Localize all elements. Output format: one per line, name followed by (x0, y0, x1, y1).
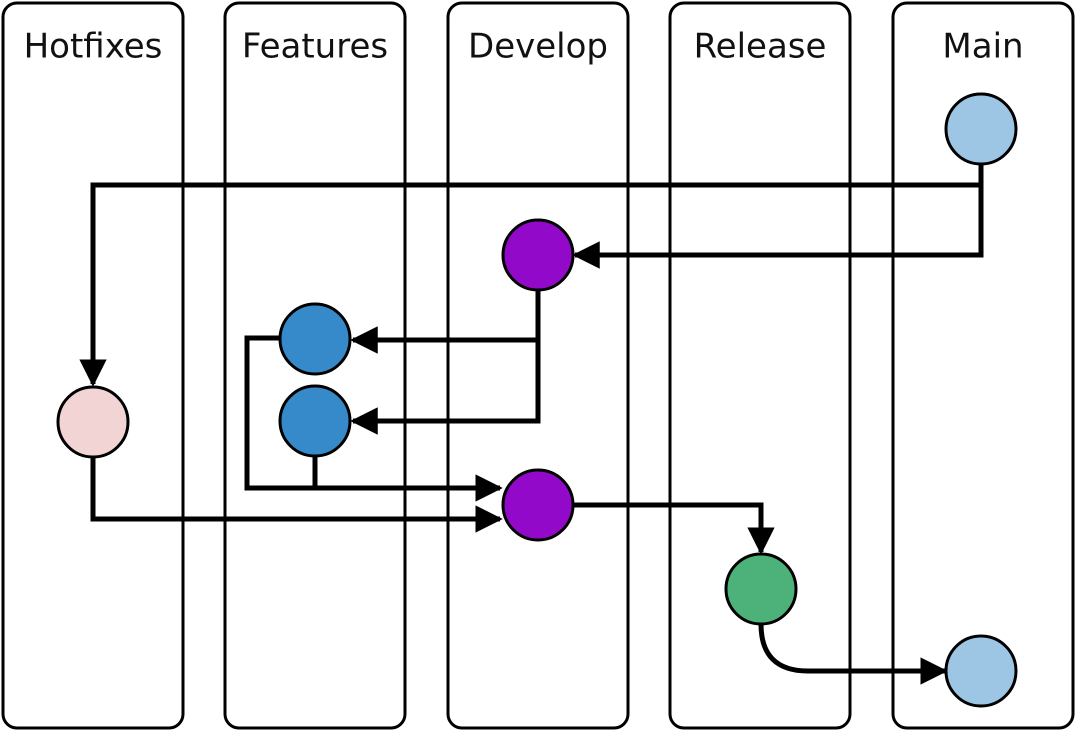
flow-hotfix-to-develop (90, 458, 503, 533)
flow-develop-to-release (573, 502, 775, 555)
lane-label-features: Features (242, 27, 388, 67)
flow-main-to-develop (572, 165, 984, 269)
commits (56, 92, 1018, 708)
flows (79, 165, 984, 685)
flow-feature-1-to-develop (244, 335, 503, 502)
commit-hotfix-1 (56, 385, 130, 459)
flow-develop-to-feature-2 (350, 340, 541, 435)
lane-label-release: Release (694, 27, 827, 67)
commit-develop-1 (501, 218, 575, 292)
lane-label-main: Main (942, 27, 1023, 67)
commit-feature-1 (278, 302, 352, 376)
lane-label-hotfixes: Hotfixes (24, 27, 163, 67)
commit-release-1 (724, 552, 798, 626)
lane-label-develop: Develop (468, 27, 608, 67)
flow-release-to-main (758, 623, 948, 685)
commit-main-1 (944, 92, 1018, 166)
commit-feature-2 (278, 384, 352, 458)
commit-develop-2 (501, 468, 575, 542)
commit-main-2 (944, 634, 1018, 708)
